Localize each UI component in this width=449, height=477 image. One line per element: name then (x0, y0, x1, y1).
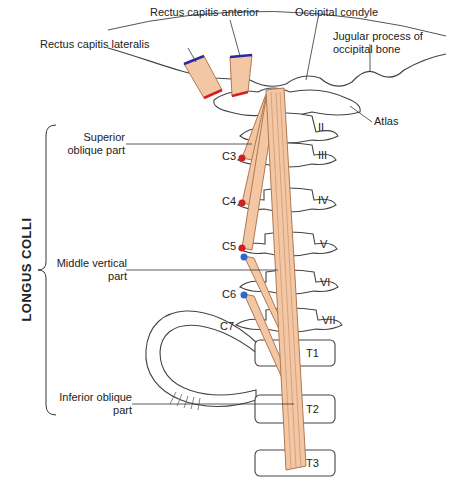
bone-label: Occipital condyle (295, 6, 415, 19)
vertebra-number: V (320, 238, 340, 251)
muscle-fibres (271, 92, 301, 468)
vertebra-number: VI (320, 276, 344, 289)
middle-vertical-part (266, 88, 306, 470)
vertebra-label: T2 (306, 403, 330, 416)
bone-label: Jugular process of occipital bone (333, 30, 445, 56)
insertion-line (184, 56, 204, 64)
vertebra-label: C7 (220, 320, 240, 333)
rectus-capitis-lateralis-muscle (184, 56, 222, 98)
vertebra-number: III (318, 149, 342, 162)
rectus-capitis-anterior-muscle (230, 55, 252, 96)
longus-colli-muscle (242, 88, 306, 470)
bone-label: Atlas (374, 115, 434, 128)
leader-lines (126, 18, 372, 404)
attachment-dots (239, 155, 248, 299)
vertebra-label: T1 (306, 347, 330, 360)
vertebra-label: C4 (222, 195, 242, 208)
origin-line (204, 90, 222, 98)
vertebra-number: II (318, 121, 338, 134)
rib-shading (170, 392, 200, 410)
vertebra-number: VII (322, 314, 346, 327)
part-label: Superior oblique part (55, 131, 125, 157)
part-label: Middle vertical part (55, 257, 127, 283)
muscle-label: Rectus capitis anterior (150, 6, 280, 19)
part-label: Inferior oblique part (58, 391, 132, 417)
group-bracket (38, 125, 56, 415)
origin-line (232, 92, 248, 96)
first-rib (146, 311, 258, 407)
vertebra-number: IV (318, 194, 342, 207)
vertebra-label: T3 (306, 457, 330, 470)
insertion-line (230, 55, 252, 57)
muscle-label: Rectus capitis lateralis (40, 38, 190, 51)
muscle-title: LONGUS COLLI (19, 208, 34, 332)
vertebra-label: C3 (222, 150, 242, 163)
vertebra-label: C5 (222, 240, 242, 253)
vertebra-label: C6 (222, 288, 242, 301)
